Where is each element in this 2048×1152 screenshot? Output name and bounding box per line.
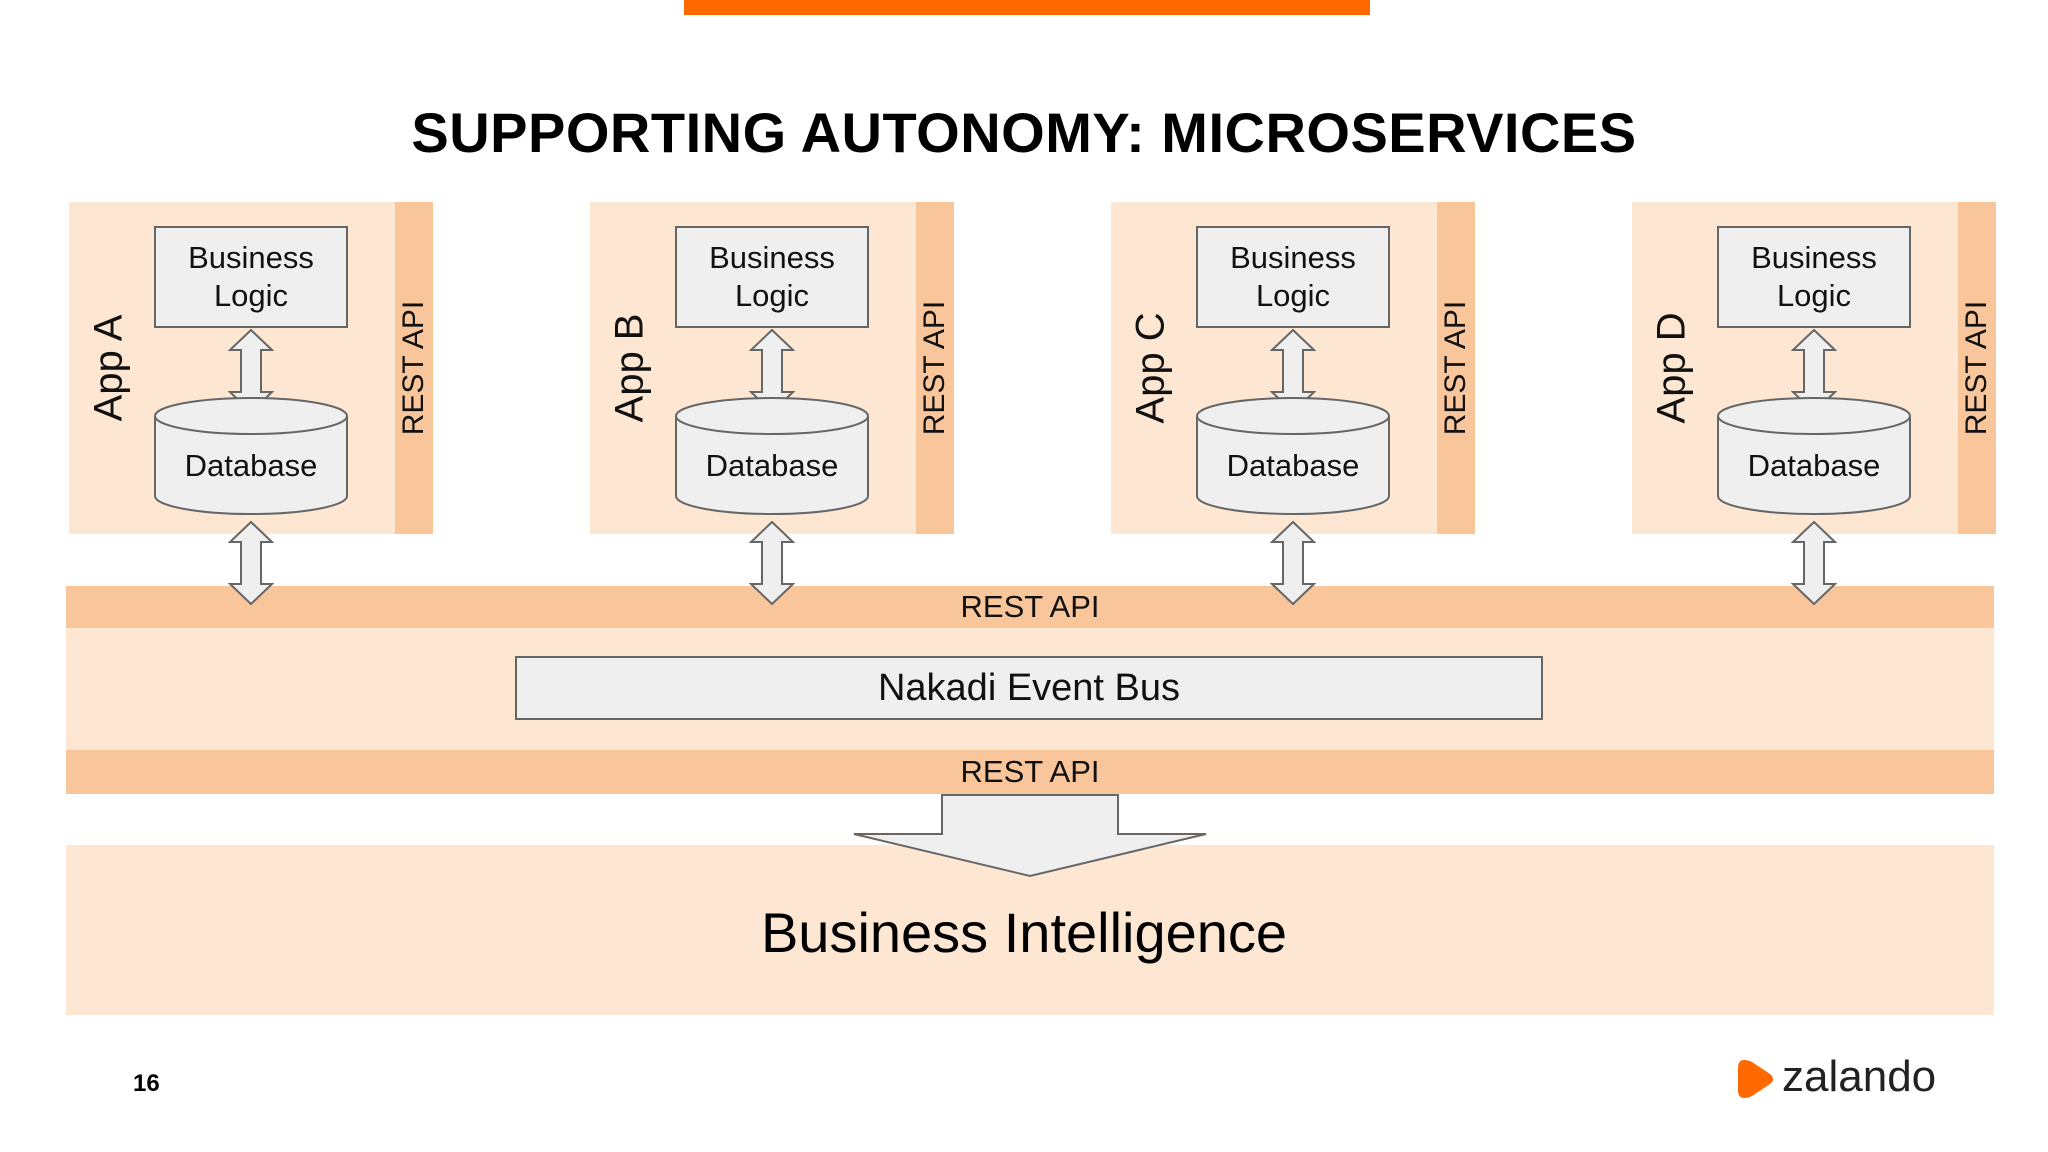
top-accent-bar (684, 0, 1370, 15)
zalando-play-icon (1738, 1060, 1773, 1098)
business-logic-box: Business Logic (1717, 226, 1911, 328)
event-bus-top-rest-api: REST API (66, 586, 1994, 628)
database-cylinder: Database (1717, 396, 1911, 516)
rest-api-label: REST API (1960, 300, 1993, 436)
page-number: 16 (133, 1070, 160, 1097)
database-label: Database (1747, 448, 1881, 483)
double-arrow-icon (228, 520, 274, 606)
database-label: Database (1226, 448, 1360, 483)
double-arrow-icon (749, 520, 795, 606)
business-logic-box: Business Logic (154, 226, 348, 328)
app-container-b: App B Business Logic Database REST API (590, 202, 954, 534)
down-arrow-icon (853, 794, 1207, 878)
database-cylinder: Database (675, 396, 869, 516)
app-name-label: App C (1111, 202, 1191, 534)
app-container-a: App A Business Logic Database REST API (69, 202, 433, 534)
app-container-d: App D Business Logic Database REST API (1632, 202, 1996, 534)
app-name-text: App B (607, 313, 652, 423)
app-rest-api-strip: REST API (1958, 202, 1996, 534)
app-name-text: App D (1649, 312, 1694, 424)
business-logic-box: Business Logic (675, 226, 869, 328)
database-label: Database (705, 448, 839, 483)
event-bus-bottom-rest-api: REST API (66, 750, 1994, 794)
rest-api-label: REST API (1439, 300, 1472, 436)
business-intelligence-label: Business Intelligence (760, 901, 1288, 964)
database-icon (1717, 397, 1911, 515)
database-cylinder: Database (154, 396, 348, 516)
zalando-logo-text: zalando (1782, 1052, 1937, 1101)
double-arrow-icon (1270, 520, 1316, 606)
app-name-label: App B (590, 202, 670, 534)
database-cylinder: Database (1196, 396, 1390, 516)
app-name-text: App A (86, 314, 131, 422)
rest-api-label: REST API (397, 300, 430, 436)
business-logic-box: Business Logic (1196, 226, 1390, 328)
database-icon (154, 397, 348, 515)
database-icon (675, 397, 869, 515)
database-icon (1196, 397, 1390, 515)
app-name-label: App A (69, 202, 149, 534)
app-container-c: App C Business Logic Database REST API (1111, 202, 1475, 534)
database-label: Database (184, 448, 318, 483)
app-name-text: App C (1128, 312, 1173, 424)
app-rest-api-strip: REST API (916, 202, 954, 534)
app-rest-api-strip: REST API (395, 202, 433, 534)
rest-api-label: REST API (918, 300, 951, 436)
double-arrow-icon (1791, 520, 1837, 606)
nakadi-event-bus-box: Nakadi Event Bus (515, 656, 1543, 720)
app-rest-api-strip: REST API (1437, 202, 1475, 534)
app-name-label: App D (1632, 202, 1712, 534)
slide-title: SUPPORTING AUTONOMY: MICROSERVICES (411, 101, 1637, 164)
